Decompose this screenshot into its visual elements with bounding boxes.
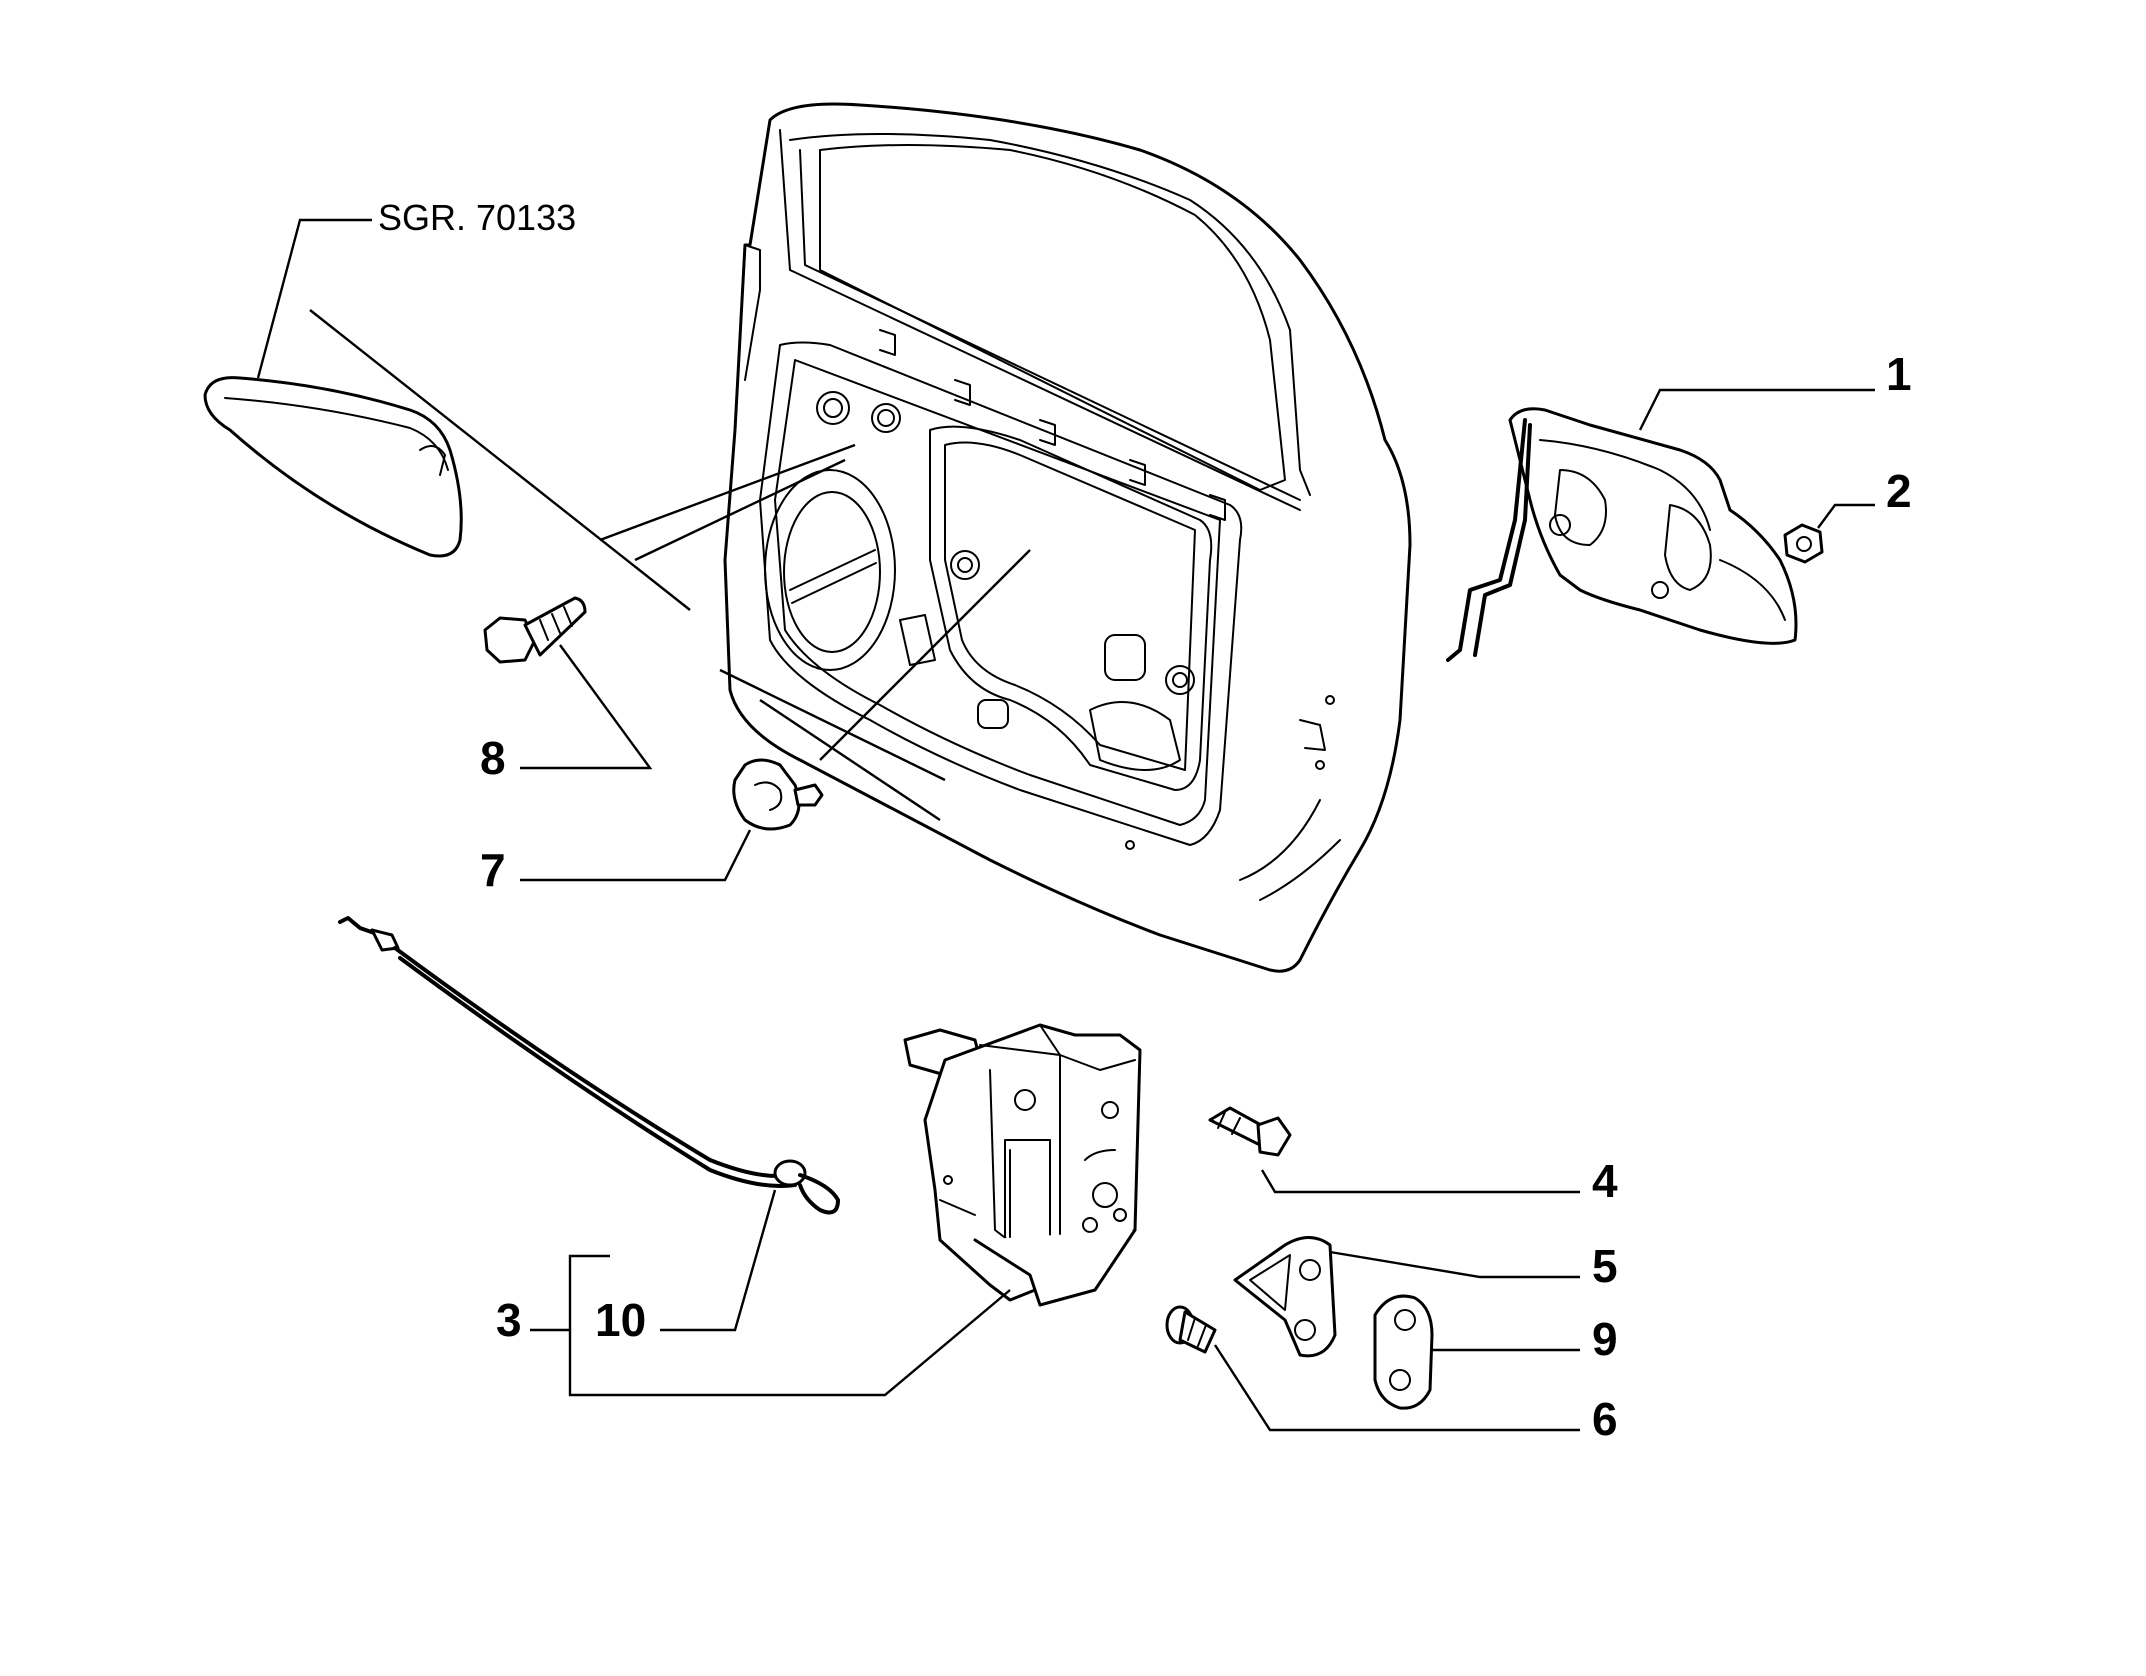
callout-4: 4: [1592, 1155, 1618, 1207]
leader-lines: [256, 218, 1875, 1432]
door-lock: [903, 1023, 1142, 1307]
striker-plate: [1233, 1236, 1337, 1358]
callout-2: 2: [1886, 465, 1912, 517]
striker-screw: [1208, 1106, 1292, 1157]
callout-6: 6: [1592, 1393, 1618, 1445]
outer-door-handle: [1446, 407, 1798, 662]
striker-spacer: [1373, 1294, 1434, 1410]
callout-8: 8: [480, 732, 506, 784]
flange-bolt: [483, 596, 587, 664]
door-panel: [723, 102, 1412, 973]
callout-3: 3: [496, 1294, 522, 1346]
striker-bolt: [1165, 1305, 1217, 1354]
callout-10: 10: [595, 1294, 646, 1346]
plastic-clip: [732, 758, 824, 831]
control-cable: [338, 916, 840, 1215]
inner-handle-cover: [203, 376, 463, 558]
callout-labels: SGR. 70133 1 2 8 7 4 5 9 6 3 10: [378, 197, 1912, 1445]
reference-label: SGR. 70133: [378, 197, 576, 238]
nut: [1783, 523, 1824, 564]
callout-1: 1: [1886, 348, 1912, 400]
callout-5: 5: [1592, 1240, 1618, 1292]
callout-9: 9: [1592, 1313, 1618, 1365]
callout-7: 7: [480, 844, 506, 896]
